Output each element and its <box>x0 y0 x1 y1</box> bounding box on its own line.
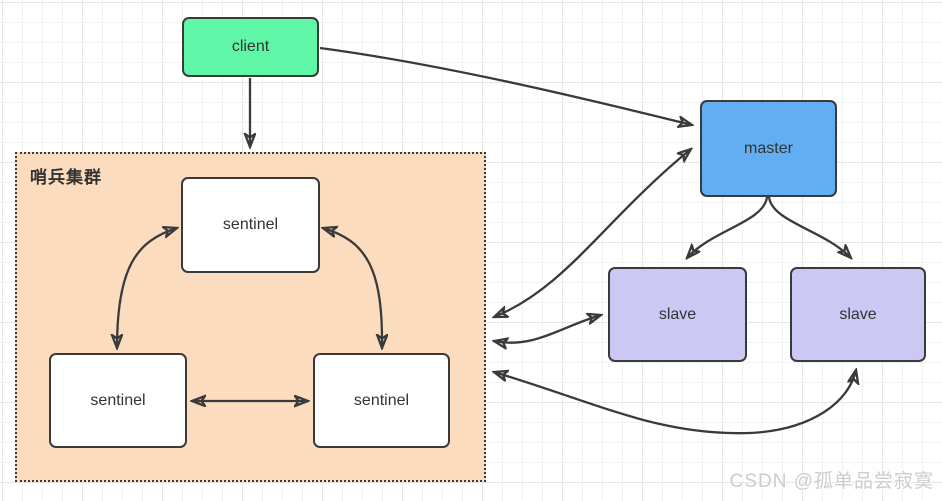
edge-cluster-slave-left-bidirectional <box>494 315 601 343</box>
node-client-label: client <box>231 38 270 55</box>
node-sentinel-right-label: sentinel <box>353 391 410 409</box>
edge-master-to-slave-right <box>767 196 851 258</box>
node-sentinel-left-label: sentinel <box>90 391 146 409</box>
node-master-label: master <box>744 139 793 157</box>
node-sentinel-left: sentinel <box>49 353 187 448</box>
edge-client-to-master <box>319 46 692 125</box>
node-slave-left-label: slave <box>658 305 697 323</box>
node-sentinel-right: sentinel <box>313 353 450 448</box>
edge-master-to-slave-left <box>687 196 769 258</box>
node-slave-right-label: slave <box>839 305 877 323</box>
node-sentinel-top-label: sentinel <box>222 216 279 233</box>
node-client: client <box>182 17 319 77</box>
cluster-label: 哨兵集群 <box>30 168 102 187</box>
node-sentinel-top: sentinel <box>181 177 320 273</box>
watermark: CSDN @孤单品尝寂寞 <box>729 471 934 492</box>
node-slave-left: slave <box>608 267 747 362</box>
node-master: master <box>700 100 837 197</box>
edge-cluster-slave-right-bidirectional <box>494 370 856 435</box>
node-slave-right: slave <box>790 267 926 362</box>
